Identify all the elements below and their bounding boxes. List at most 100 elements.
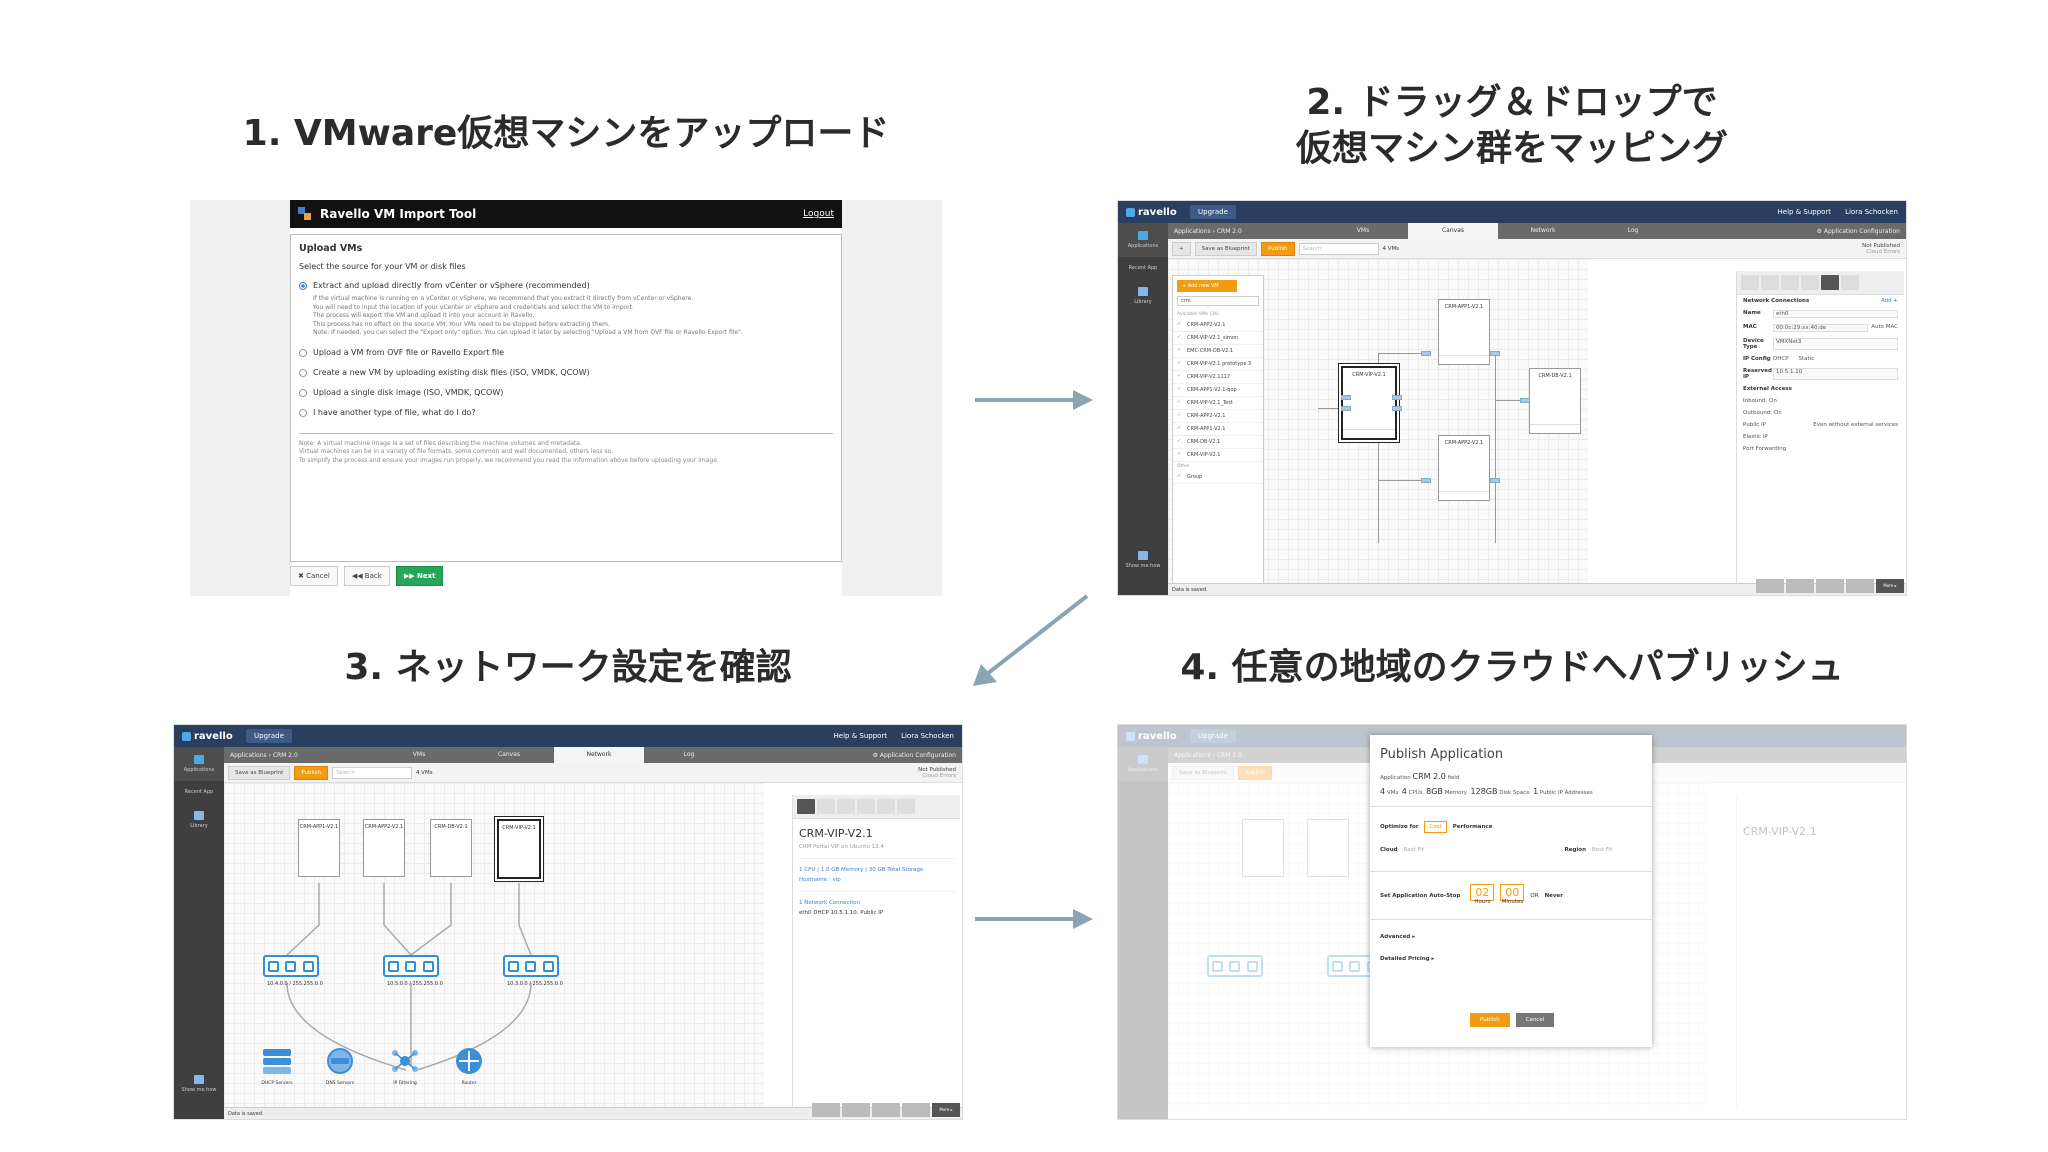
publish-button[interactable]: Publish: [294, 765, 328, 780]
user-menu[interactable]: Liora Schocken: [1845, 208, 1898, 216]
option-vcenter[interactable]: Extract and upload directly from vCenter…: [299, 281, 833, 290]
network-vm[interactable]: CRM-DB-V2.1: [430, 819, 472, 877]
sidebar-item-library[interactable]: Library: [1118, 279, 1168, 313]
save-blueprint-button[interactable]: Save as Blueprint: [1194, 241, 1257, 256]
restart-button[interactable]: [1816, 579, 1844, 593]
network-vm-selected[interactable]: CRM-VIP-V2.1: [497, 819, 541, 879]
save-blueprint-button[interactable]: Save as Blueprint: [228, 765, 291, 780]
start-button[interactable]: [812, 1103, 840, 1117]
radio-selected-icon[interactable]: [299, 282, 307, 290]
sidebar-item-library[interactable]: Library: [174, 803, 224, 837]
canvas-vm[interactable]: CRM-DB-V2.1: [1529, 368, 1581, 434]
list-item[interactable]: CRM-DB-V2.1: [1173, 436, 1263, 449]
auto-mac-checkbox[interactable]: Auto MAC: [1871, 324, 1898, 330]
network-icon[interactable]: [877, 799, 895, 814]
mac-field[interactable]: 00:0c:29:xx:40:de: [1773, 324, 1869, 332]
general-icon[interactable]: [1761, 275, 1779, 290]
list-item[interactable]: CRM-APP1-V2.1: [1173, 423, 1263, 436]
network-vm[interactable]: CRM-APP1-V2.1: [298, 819, 340, 877]
sidebar-item-help[interactable]: Show me how: [1118, 543, 1168, 577]
nic-icon[interactable]: [1421, 478, 1431, 483]
network-vm[interactable]: CRM-APP2-V2.1: [363, 819, 405, 877]
list-item[interactable]: CRM-VIP-V2.1_simon: [1173, 332, 1263, 345]
user-menu[interactable]: Liora Schocken: [901, 732, 954, 740]
tab-vms[interactable]: VMs: [1356, 227, 1370, 234]
device-type-select[interactable]: VMXNet3: [1773, 338, 1898, 350]
console-button[interactable]: [902, 1103, 930, 1117]
option-disk-files[interactable]: Create a new VM by uploading existing di…: [299, 368, 833, 377]
radio-icon[interactable]: [299, 388, 307, 397]
publish-confirm-button[interactable]: Publish: [1470, 1013, 1510, 1027]
service-ip-filtering[interactable]: IP Filtering: [388, 1047, 422, 1086]
network-switch-icon[interactable]: [503, 955, 559, 977]
services-icon[interactable]: [1841, 275, 1859, 290]
search-input[interactable]: Search: [331, 766, 412, 779]
sidebar-item-recent[interactable]: Recent App: [1118, 257, 1168, 279]
network-icon[interactable]: [1821, 275, 1839, 290]
minutes-input[interactable]: 00: [1500, 884, 1525, 901]
add-nic-link[interactable]: Add +: [1880, 298, 1898, 304]
tab-network[interactable]: Network: [554, 747, 644, 763]
tab-vms[interactable]: VMs: [412, 751, 426, 758]
canvas-vm-selected[interactable]: CRM-VIP-V2.1: [1341, 366, 1397, 440]
nic-icon[interactable]: [1392, 395, 1402, 400]
list-item[interactable]: CRM-VIP-V2.1_Test: [1173, 397, 1263, 410]
services-icon[interactable]: [897, 799, 915, 814]
start-button[interactable]: [1756, 579, 1784, 593]
next-button[interactable]: ▶▶ Next: [395, 566, 444, 586]
more-button[interactable]: More ▸: [1876, 579, 1904, 593]
publish-button[interactable]: Publish: [1260, 241, 1295, 256]
cancel-button[interactable]: ✖ Cancel: [290, 566, 338, 586]
system-icon[interactable]: [837, 799, 855, 814]
option-other[interactable]: I have another type of file, what do I d…: [299, 408, 833, 417]
optimize-cost-option[interactable]: Cost: [1424, 821, 1447, 833]
search-input[interactable]: Search: [1298, 242, 1379, 255]
more-button[interactable]: More ▸: [932, 1103, 960, 1117]
tab-canvas[interactable]: Canvas: [497, 751, 521, 758]
sidebar-item-recent[interactable]: Recent App: [174, 781, 224, 803]
nic-icon[interactable]: [1341, 406, 1351, 411]
network-connection-link[interactable]: 1 Network Connection: [799, 900, 861, 906]
cancel-button[interactable]: Cancel: [1515, 1013, 1555, 1027]
vm-search-input[interactable]: crm: [1177, 296, 1259, 306]
sidebar-item-applications[interactable]: Applications: [1118, 223, 1168, 257]
general-icon[interactable]: [817, 799, 835, 814]
list-item[interactable]: CRM-APP1-V2.1-qop: [1173, 384, 1263, 397]
summary-icon[interactable]: [797, 799, 815, 814]
sidebar-item-applications[interactable]: Applications: [174, 747, 224, 781]
public-ip-radio[interactable]: Public IP: [1743, 422, 1766, 428]
name-field[interactable]: eth0: [1773, 310, 1898, 318]
network-switch-icon[interactable]: [263, 955, 319, 977]
system-icon[interactable]: [1781, 275, 1799, 290]
radio-icon[interactable]: [299, 408, 307, 417]
nic-icon[interactable]: [1341, 395, 1351, 400]
nic-icon[interactable]: [1392, 406, 1402, 411]
nic-icon[interactable]: [1490, 351, 1500, 356]
list-item[interactable]: CRM-VIP-V2.1 prototype 3: [1173, 358, 1263, 371]
disks-icon[interactable]: [857, 799, 875, 814]
detailed-pricing-toggle[interactable]: Detailed Pricing ▸: [1380, 956, 1435, 962]
service-dns[interactable]: DNS Servers: [323, 1047, 357, 1086]
app-config-link[interactable]: ⚙ Application Configuration: [872, 751, 956, 759]
list-item[interactable]: CRM-VIP-V2.1117: [1173, 371, 1263, 384]
tab-log[interactable]: Log: [683, 751, 695, 758]
stop-button[interactable]: [1786, 579, 1814, 593]
dhcp-radio[interactable]: DHCP: [1773, 356, 1789, 362]
list-item[interactable]: CRM-VIP-V2.1: [1173, 449, 1263, 462]
canvas-vm[interactable]: CRM-APP2-V2.1: [1438, 435, 1490, 501]
advanced-toggle[interactable]: Advanced ▸: [1380, 934, 1416, 940]
add-button[interactable]: +: [1172, 241, 1191, 256]
back-button[interactable]: ◀◀ Back: [343, 566, 390, 586]
radio-icon[interactable]: [299, 368, 307, 377]
region-select[interactable]: Best Fit: [1592, 847, 1613, 853]
upgrade-button[interactable]: Upgrade: [1190, 205, 1236, 219]
tab-log[interactable]: Log: [1627, 227, 1639, 234]
restart-button[interactable]: [872, 1103, 900, 1117]
logout-link[interactable]: Logout: [803, 209, 834, 219]
radio-icon[interactable]: [299, 348, 307, 357]
help-link[interactable]: Help & Support: [833, 732, 888, 740]
group-item[interactable]: Group: [1173, 471, 1263, 484]
port-forwarding-radio[interactable]: Port Forwarding: [1743, 446, 1787, 452]
static-radio[interactable]: Static: [1798, 356, 1815, 362]
cloud-select[interactable]: Best Fit: [1403, 847, 1424, 853]
